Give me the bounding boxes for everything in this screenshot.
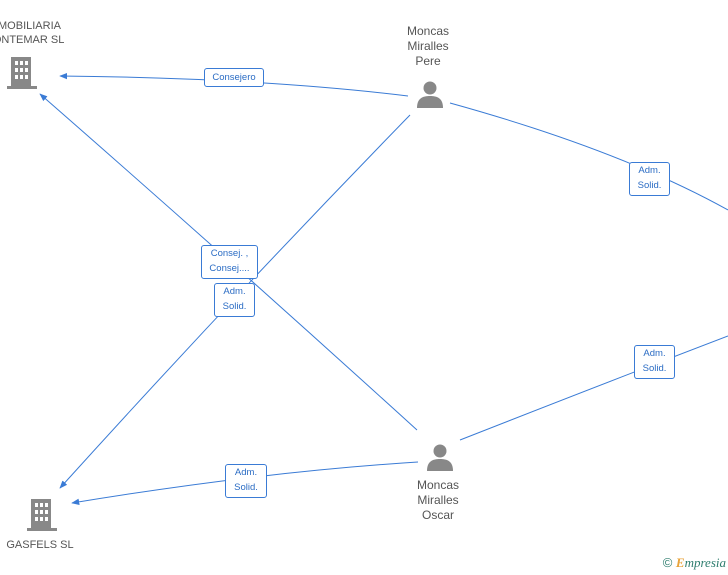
copyright-symbol: © — [662, 555, 673, 570]
building-icon[interactable] — [27, 497, 57, 531]
company-label-inmobiliaria: INMOBILIARIA MONTEMAR SL — [0, 20, 65, 46]
person-icon[interactable] — [416, 80, 444, 108]
person-label-pere: Moncas Miralles Pere — [406, 24, 450, 68]
person-icon[interactable] — [426, 443, 454, 471]
edge-label-adm-solid[interactable]: Adm. Solid. — [629, 162, 670, 196]
company-label-gasfels: GASFELS SL — [6, 539, 74, 551]
building-icon[interactable] — [7, 55, 37, 89]
edge-oscar-offscreen — [459, 335, 728, 441]
edge-label-consejero[interactable]: Consejero — [204, 68, 264, 87]
brand-logo: Empresia — [675, 555, 726, 570]
person-label-oscar: Moncas Miralles Oscar — [416, 478, 460, 522]
copyright-notice: © Empresia — [663, 555, 726, 571]
edge-label-adm-solid[interactable]: Adm. Solid. — [214, 283, 255, 317]
edge-label-consej[interactable]: Consej. , Consej.... — [201, 245, 258, 279]
edge-pere-offscreen — [449, 102, 728, 211]
edge-label-adm-solid[interactable]: Adm. Solid. — [634, 345, 675, 379]
edge-label-adm-solid[interactable]: Adm. Solid. — [225, 464, 267, 498]
